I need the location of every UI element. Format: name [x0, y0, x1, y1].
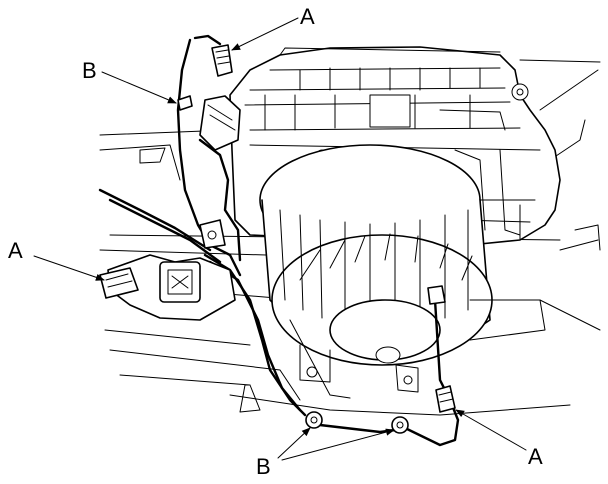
resistor-connector-left: [99, 254, 236, 321]
label-a-top: A: [300, 4, 315, 29]
callout-leaders: [33, 17, 527, 461]
label-b-left: B: [82, 58, 97, 83]
label-b-bottom: B: [256, 454, 271, 479]
label-a-bottom-right: A: [528, 444, 543, 469]
clip-left: [177, 95, 241, 249]
connector-top: [211, 44, 233, 77]
label-a-left: A: [8, 238, 23, 263]
bottom-connectors: [305, 285, 456, 434]
